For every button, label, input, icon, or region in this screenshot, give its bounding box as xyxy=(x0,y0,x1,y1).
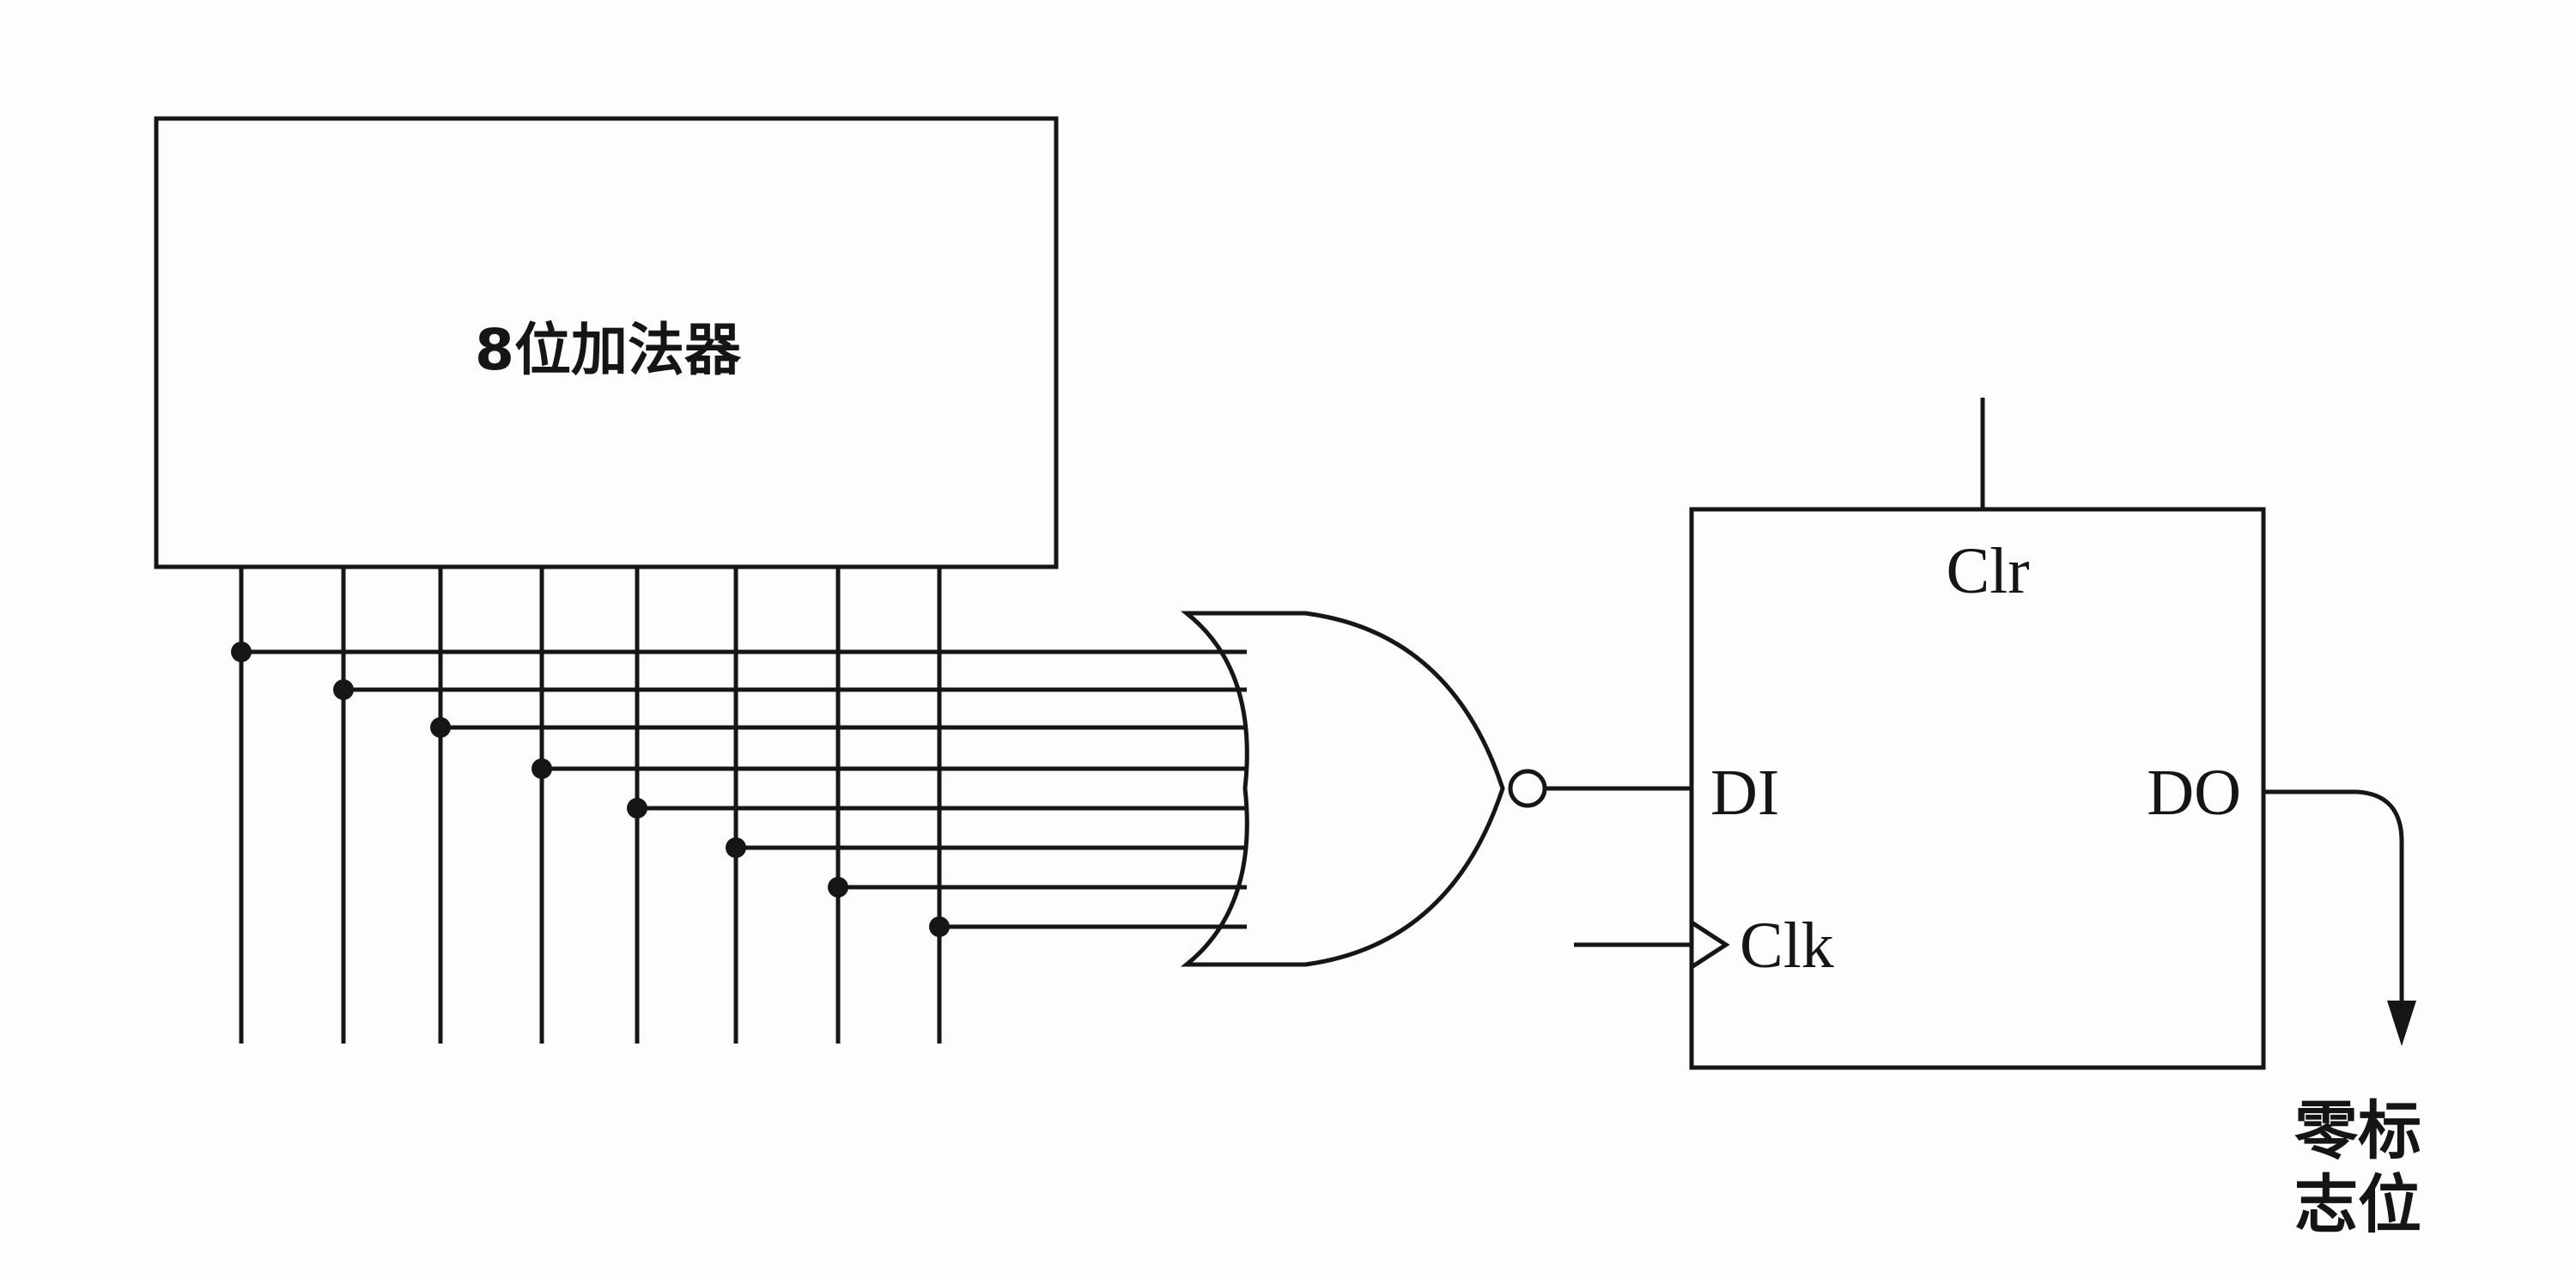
clr-label: Clr xyxy=(1946,535,2029,607)
adder-output-bus xyxy=(231,567,1247,1044)
nor-inversion-bubble xyxy=(1508,769,1547,808)
clk-edge-triangle-icon xyxy=(1690,920,1730,970)
adder-box xyxy=(154,116,1059,569)
junction-dot-2 xyxy=(430,717,451,738)
do-label: DO xyxy=(2147,757,2241,829)
arrow-down-icon xyxy=(2387,1001,2416,1046)
flipflop-box xyxy=(1689,507,2266,1070)
zero-flag-label-line2: 志位 xyxy=(2294,1168,2421,1242)
junction-dot-3 xyxy=(532,758,552,779)
nor-gate xyxy=(1180,611,1505,967)
junction-dot-0 xyxy=(231,642,252,662)
do-output-wire xyxy=(2263,789,2404,1005)
junction-dot-7 xyxy=(929,916,950,937)
adder-label: 8位加法器 xyxy=(475,317,742,383)
junction-dot-6 xyxy=(828,877,848,898)
clk-label: Clk xyxy=(1740,910,1834,982)
zero-flag-label-line1: 零标 xyxy=(2294,1094,2421,1168)
di-label: DI xyxy=(1710,757,1779,829)
junction-dot-4 xyxy=(627,798,647,819)
junction-dot-1 xyxy=(333,679,354,700)
junction-dot-5 xyxy=(726,837,746,858)
